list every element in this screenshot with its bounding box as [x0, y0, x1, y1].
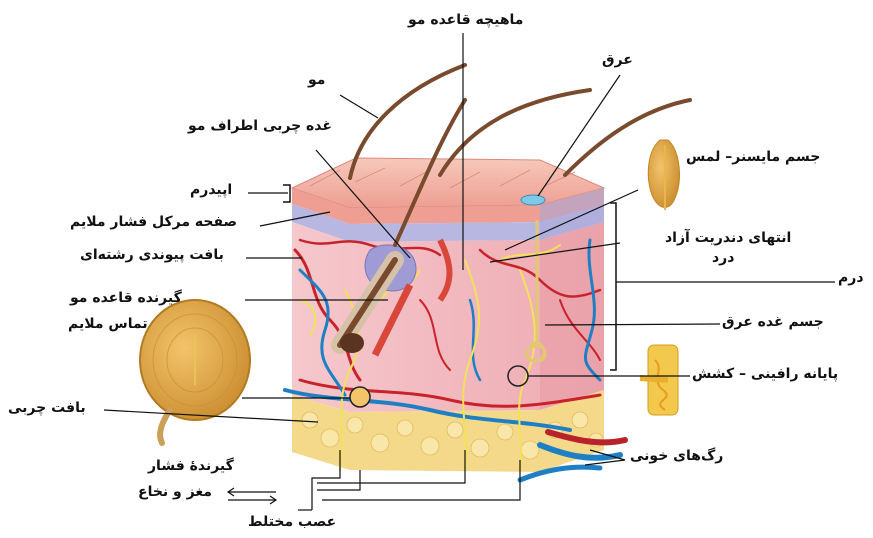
label-free-endings: انتهای دندریت آزاد	[665, 230, 791, 247]
label-connective: بافت پیوندی رشته‌ای	[80, 247, 224, 264]
label-hair-receptor: گیرنده قاعده مو	[70, 290, 182, 307]
sweat-pore	[521, 195, 545, 205]
label-dermis: درم	[838, 270, 864, 287]
label-mixed-nerve: عصب مختلط	[248, 514, 336, 531]
label-epidermis: اپیدرم	[190, 182, 232, 199]
pacinian-inset	[140, 300, 250, 443]
label-sweat: عرق	[602, 52, 633, 69]
meissner-inset	[648, 140, 679, 210]
label-sebaceous: غده چربی اطراف مو	[188, 118, 332, 135]
label-merkel: صفحه مرکل فشار ملایم	[70, 214, 237, 231]
label-cns: مغز و نخاع	[138, 484, 212, 501]
label-arrector-pili: ماهیچه قاعده مو	[408, 12, 523, 29]
label-fat: بافت چربی	[8, 400, 86, 417]
label-ruffini: پایانه رافینی – کشش	[692, 366, 838, 383]
skin-block	[292, 158, 604, 472]
label-vessels: رگ‌های خونی	[630, 448, 723, 465]
pacinian-marker	[350, 387, 370, 407]
label-meissner: جسم مایسنر– لمس	[686, 149, 820, 166]
ruffini-inset	[640, 345, 678, 415]
label-pacinian: گیرندهٔ فشار	[148, 458, 234, 475]
label-sweat-gland: جسم غده عرق	[722, 314, 824, 331]
label-pain: درد	[712, 250, 734, 267]
label-light-touch: تماس ملایم	[68, 316, 148, 333]
label-hair: مو	[308, 72, 325, 89]
